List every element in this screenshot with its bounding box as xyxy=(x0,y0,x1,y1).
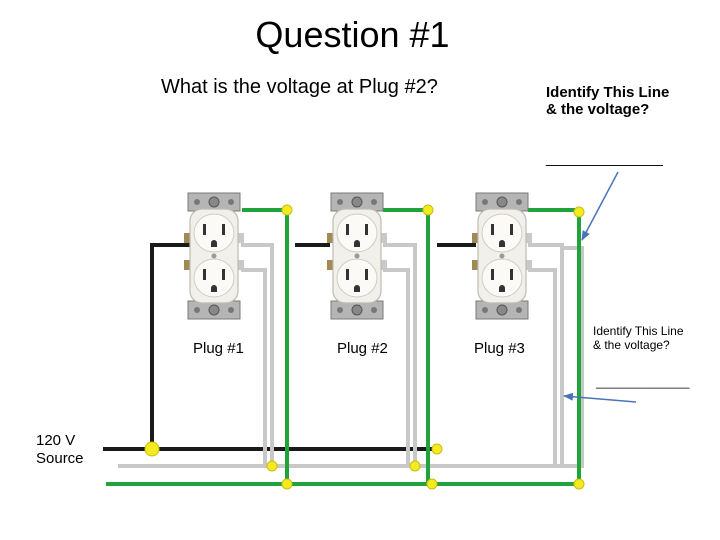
wire-nut-icon xyxy=(144,441,160,457)
question-text: What is the voltage at Plug #2? xyxy=(161,76,438,98)
wire-nuts xyxy=(144,204,585,490)
answer-blank-top: ______________ xyxy=(546,150,663,167)
wire-nut-icon xyxy=(281,478,293,490)
wire-nut-icon xyxy=(281,204,293,216)
wire-nut-icon xyxy=(431,443,443,455)
wire-nut-icon xyxy=(573,206,585,218)
neutral-wire xyxy=(118,243,584,468)
plug-1-label: Plug #1 xyxy=(193,340,244,357)
duplex-outlet-icon xyxy=(471,192,533,320)
wire-nut-icon xyxy=(573,478,585,490)
source-name: Source xyxy=(36,450,84,467)
wire-nut-icon xyxy=(266,460,278,472)
identify-line-prompt-top: Identify This Line & the voltage? xyxy=(546,84,696,119)
hot-wire xyxy=(103,243,476,451)
plug-2-label: Plug #2 xyxy=(337,340,388,357)
arrow-icon xyxy=(563,392,637,403)
identify-prompt-line1: Identify This Line xyxy=(546,84,670,101)
identify-prompt-line2: & the voltage? xyxy=(546,101,650,119)
identify-line-prompt-right: Identify This Line & the voltage? xyxy=(593,324,703,353)
wire-nut-icon xyxy=(422,204,434,216)
source-voltage: 120 V xyxy=(36,432,76,449)
wire-nut-icon xyxy=(426,478,438,490)
arrow-icon xyxy=(581,171,619,241)
answer-blank-right: ______________ xyxy=(596,375,690,389)
source-label: 120 V Source xyxy=(36,432,96,468)
duplex-outlet-icon xyxy=(326,192,388,320)
plug-3-label: Plug #3 xyxy=(474,340,525,357)
duplex-outlet-icon xyxy=(183,192,245,320)
page-title: Question #1 xyxy=(255,14,450,55)
identify-prompt-line1: Identify This Line xyxy=(593,324,684,338)
wire-nut-icon xyxy=(409,460,421,472)
identify-prompt-line2: & the voltage? xyxy=(593,337,670,352)
